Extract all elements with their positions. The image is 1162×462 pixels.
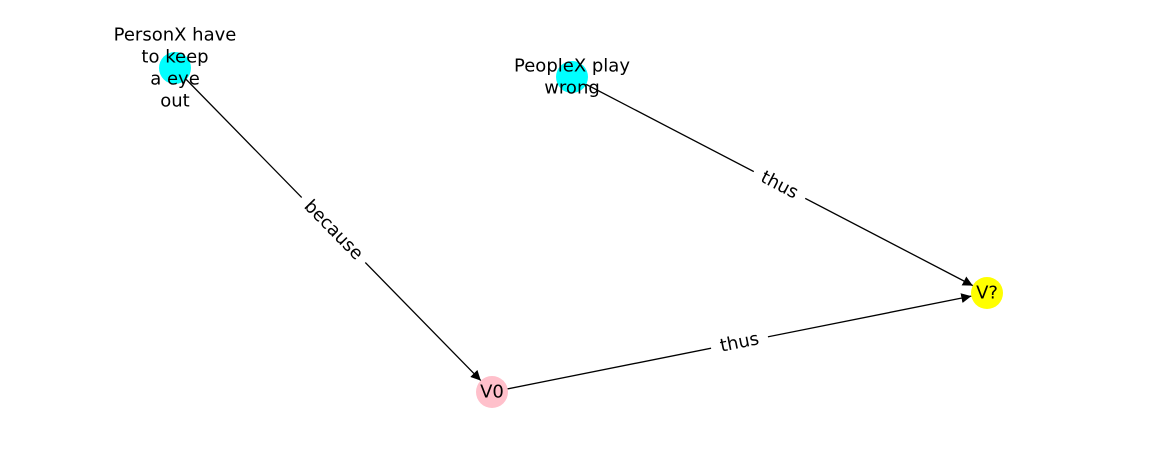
- edge-label-group: thus: [708, 325, 771, 360]
- node-label-line: wrong: [544, 78, 600, 99]
- node-label: V0: [480, 382, 504, 403]
- node-label-line: PeopleX play: [514, 56, 630, 77]
- node-label-line: V0: [480, 382, 504, 403]
- node-v0: V0: [476, 376, 508, 408]
- edge-label: thus: [718, 328, 761, 356]
- edge-label-group: thus: [748, 160, 811, 210]
- node-circle: [476, 376, 508, 408]
- edge-label: because: [300, 196, 368, 265]
- edge-label-background: [708, 325, 771, 360]
- node-label-line: V?: [976, 283, 998, 304]
- node-circle: [159, 52, 191, 84]
- edges-layer: because thus thus: [174, 67, 974, 393]
- node-circle: [971, 277, 1003, 309]
- node-label-line: to keep: [141, 47, 208, 68]
- edge-label-group: because: [293, 189, 374, 271]
- node-label-line: out: [160, 91, 189, 112]
- node-label-line: PersonX have: [114, 25, 237, 46]
- edge-label-background: [748, 160, 811, 210]
- node-label-line: a eye: [150, 69, 200, 90]
- node-vq: V?: [971, 277, 1003, 309]
- edge-label-background: [293, 189, 374, 271]
- node-label: V?: [976, 283, 998, 304]
- node-circle: [556, 61, 588, 93]
